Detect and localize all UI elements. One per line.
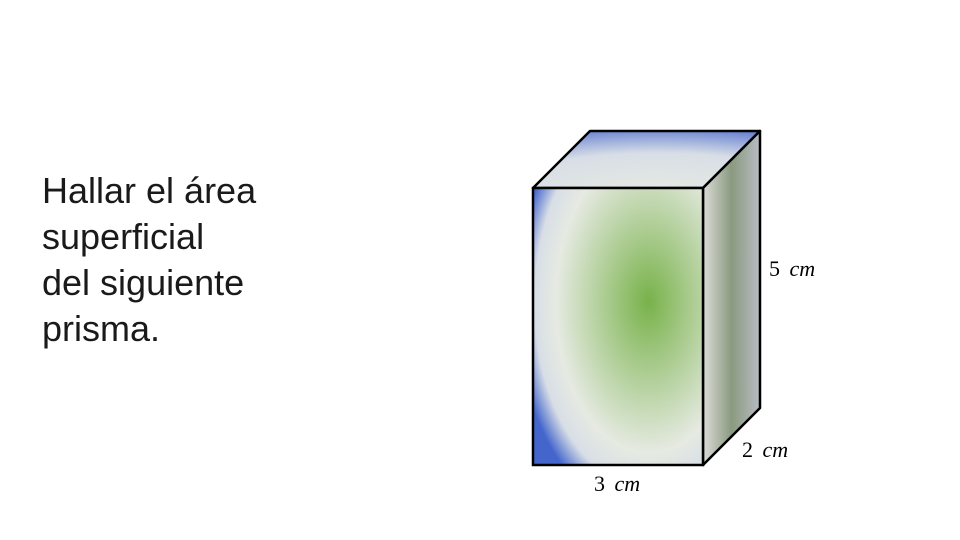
width-unit: cm: [615, 471, 641, 496]
height-value: 5: [769, 256, 780, 281]
height-label: 5 cm: [769, 256, 815, 281]
prompt-line-1: Hallar el área: [42, 170, 257, 211]
prism-side-face: [701, 129, 762, 467]
prompt-line-3: del siguiente: [42, 262, 245, 303]
depth-unit: cm: [763, 437, 789, 462]
prism-front-face: [531, 186, 705, 467]
problem-statement: Hallar el área superficial del siguiente…: [42, 168, 342, 352]
prompt-line-2: superficial: [42, 216, 205, 257]
width-label: 3 cm: [594, 471, 640, 496]
depth-label: 2 cm: [742, 437, 788, 462]
prompt-line-4: prisma.: [42, 308, 161, 349]
width-value: 3: [594, 471, 605, 496]
height-unit: cm: [790, 256, 816, 281]
depth-value: 2: [742, 437, 753, 462]
